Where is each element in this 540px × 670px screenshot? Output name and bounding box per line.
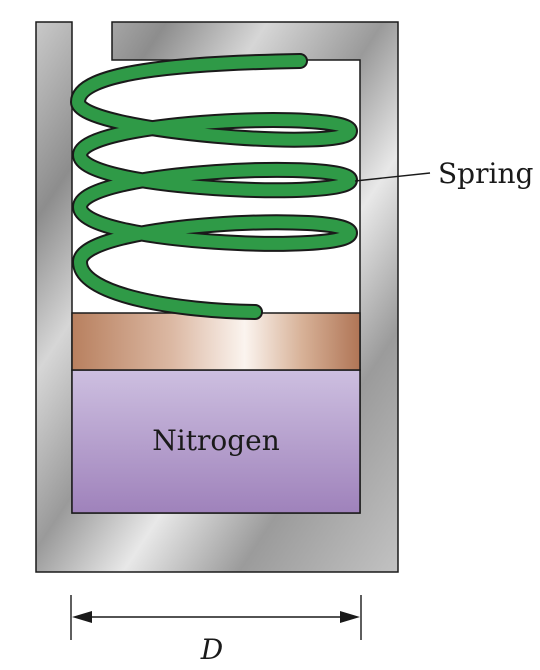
arrow-left-icon [72, 611, 92, 623]
dimension-d: D [70, 595, 362, 666]
spring-leader-line [354, 172, 431, 182]
arrow-right-icon [340, 611, 360, 623]
piston [71, 312, 361, 371]
nitrogen-gas [71, 369, 361, 514]
spring-label: Spring [438, 157, 533, 190]
dimension-label: D [200, 633, 223, 666]
spring [70, 53, 358, 320]
nitrogen-label: Nitrogen [152, 424, 279, 457]
